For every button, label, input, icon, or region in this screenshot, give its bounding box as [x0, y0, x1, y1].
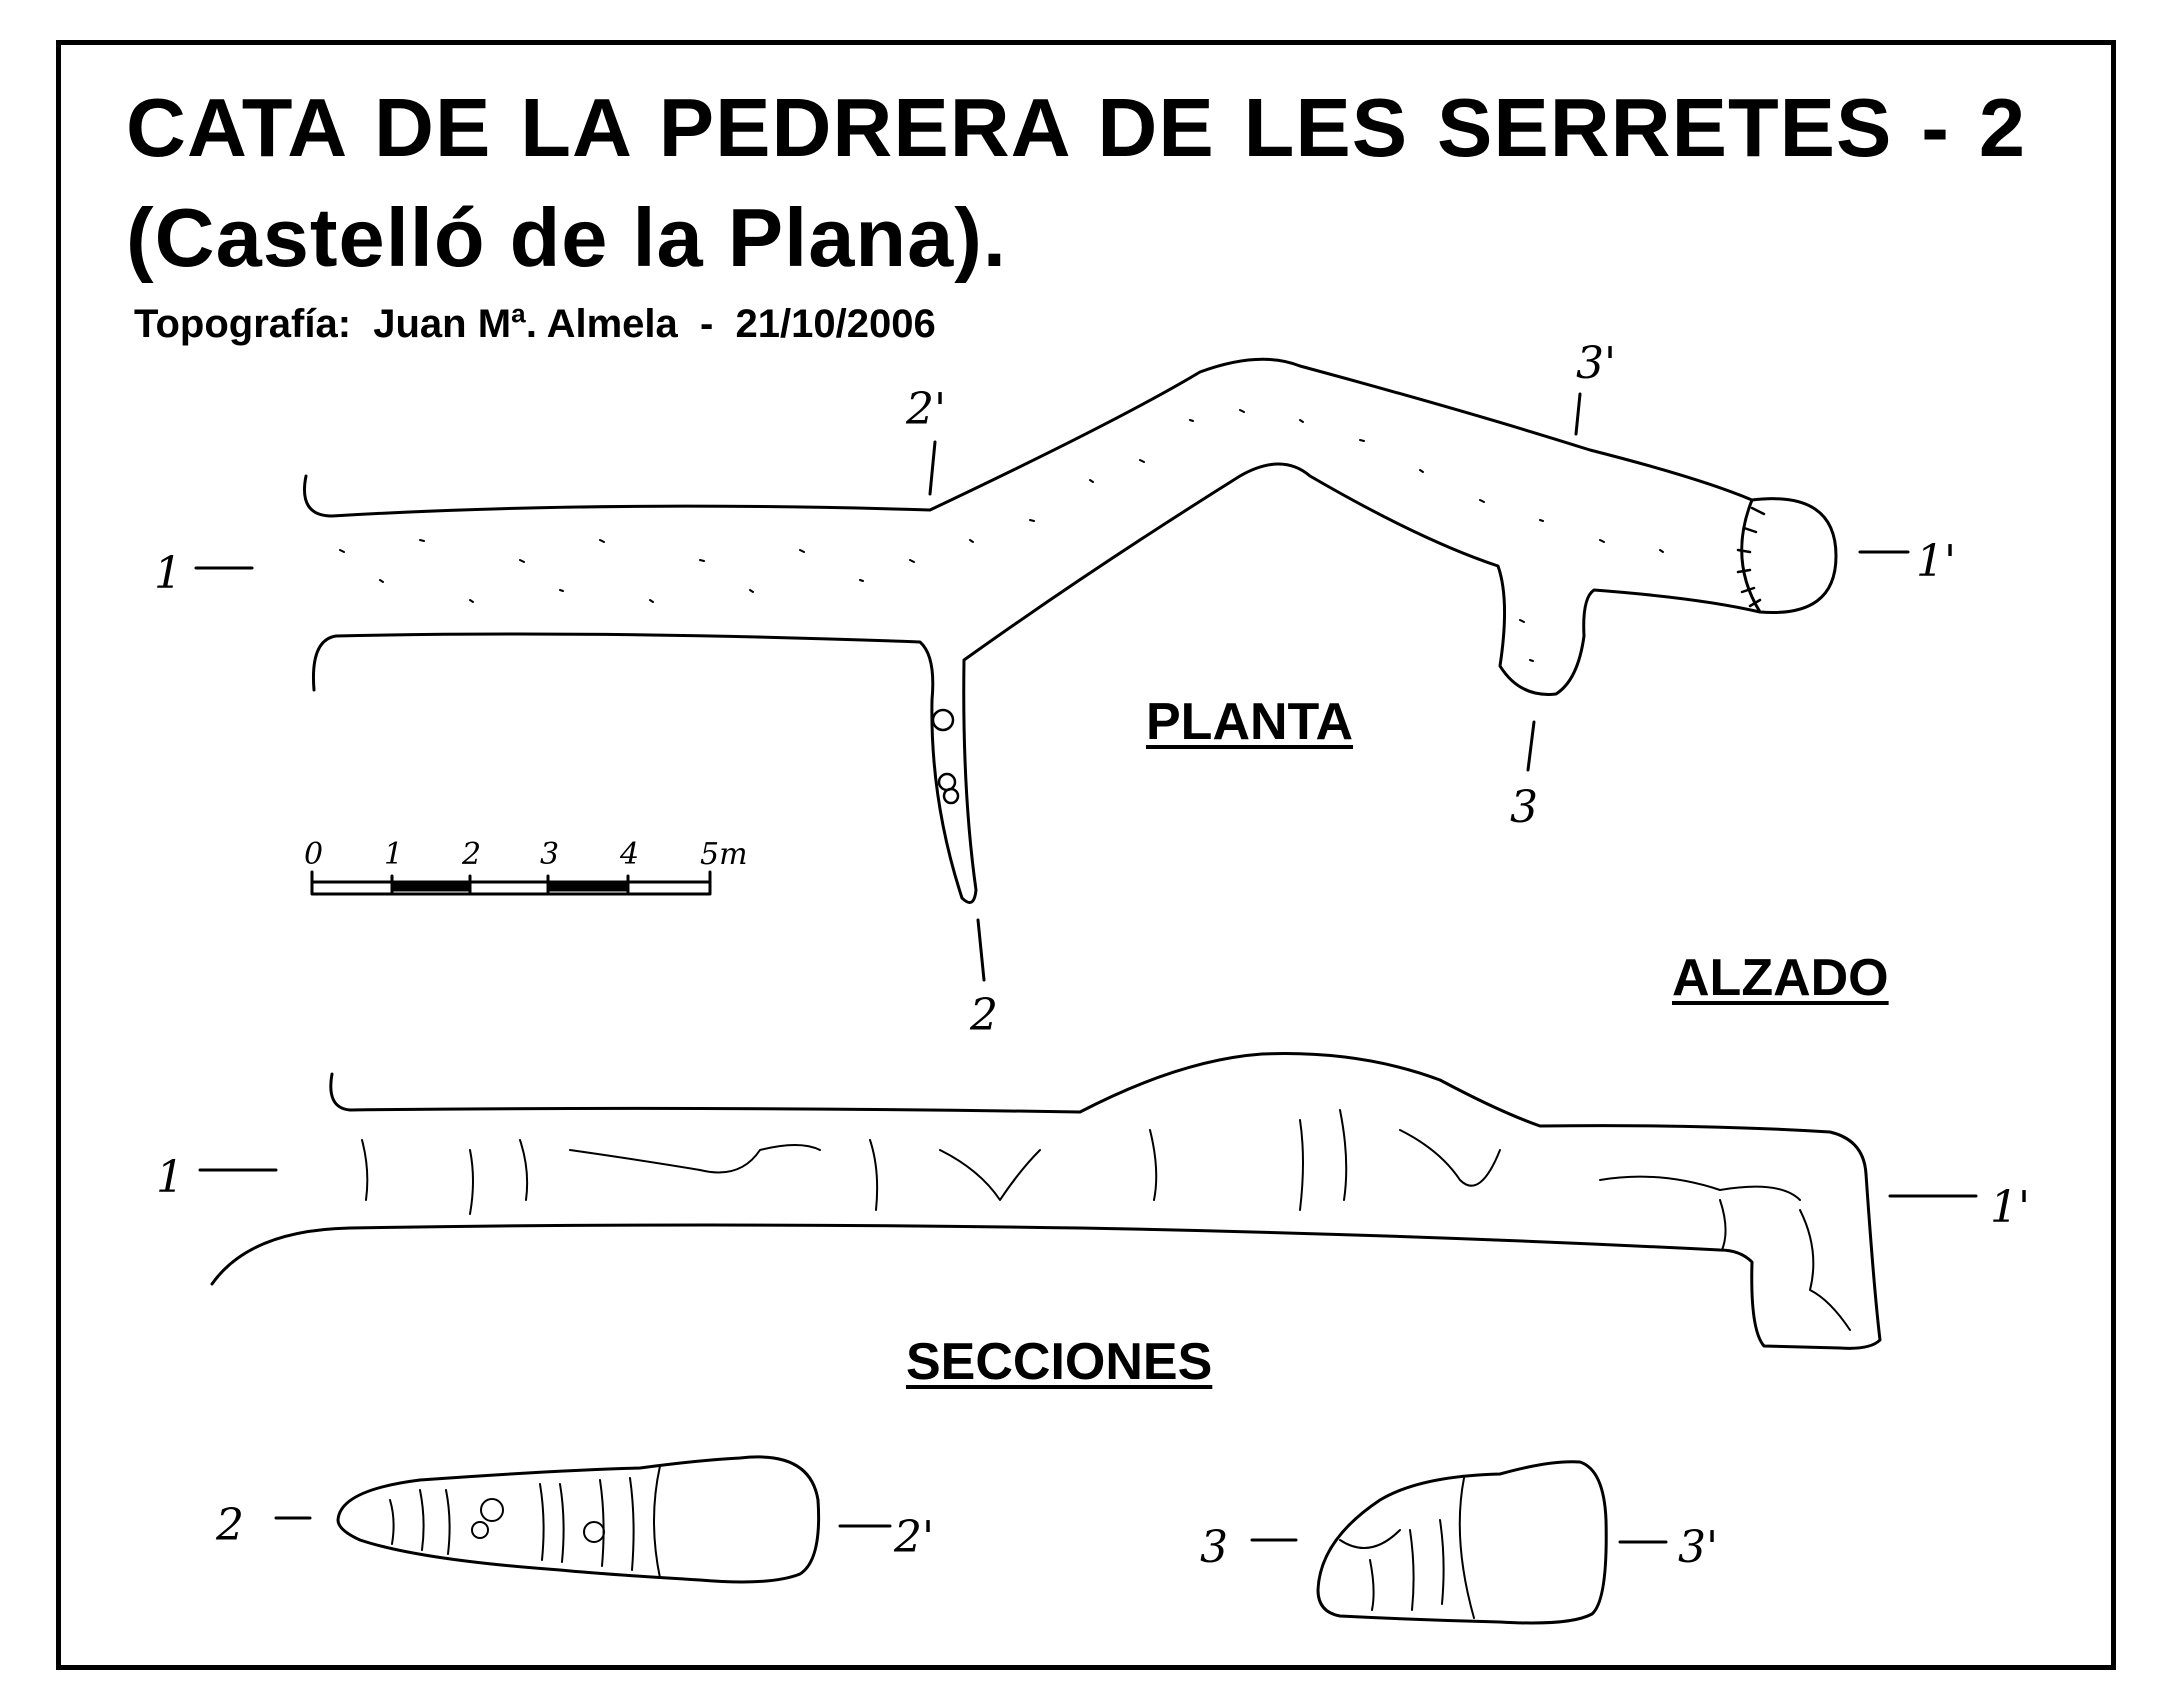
- scale-bar-labels: 0 1 2 3 4 5m: [304, 837, 748, 872]
- section-3-divider: [1458, 1477, 1475, 1619]
- scale-tick-label: 1: [384, 837, 403, 872]
- plan-floor-stipple: [339, 409, 1664, 662]
- scale-bar-segment-3-4: [546, 880, 630, 892]
- scale-bar-segment-1-2: [390, 880, 472, 892]
- section-2-2p: [274, 1455, 892, 1584]
- plan-label-3: 3: [1510, 782, 1538, 833]
- plan-heading: PLANTA: [1146, 693, 1354, 751]
- section-label-3: 3: [1200, 1522, 1228, 1573]
- elevation-view: [198, 1052, 1978, 1350]
- map-subtitle: (Castelló de la Plana).: [126, 191, 1007, 284]
- scale-bar-frame: [310, 870, 712, 896]
- scale-tick-label: 2: [461, 837, 481, 872]
- plan-label-1: 1: [154, 548, 182, 599]
- plan-end-chamber: [1740, 497, 1838, 615]
- map-title: CATA DE LA PEDRERA DE LES SERRETES - 2: [126, 81, 2026, 174]
- section-2-cracks: [389, 1477, 635, 1571]
- sections-heading: SECCIONES: [906, 1333, 1213, 1391]
- scale-tick-label: 3: [540, 837, 559, 872]
- section-line-3: [1526, 720, 1536, 772]
- plan-label-2: 2: [969, 990, 998, 1041]
- plan-blocks: [931, 708, 960, 805]
- scale-tick-label: 4: [619, 837, 639, 872]
- section-label-2p: 2': [893, 1512, 934, 1563]
- elevation-crack-lines: [361, 1109, 1851, 1331]
- section-3-3p: [1250, 1460, 1668, 1625]
- scale-bar-ticks: [390, 874, 630, 896]
- elevation-label-1: 1: [156, 1152, 184, 1203]
- scale-tick-label: 0: [304, 837, 323, 872]
- section-line-2: [976, 918, 986, 982]
- plan-label-1p: 1': [1916, 536, 1956, 587]
- section-2-divider: [653, 1465, 661, 1579]
- section-2-outline: [336, 1455, 821, 1584]
- section-3-cracks: [1339, 1519, 1445, 1611]
- section-2-blocks: [471, 1498, 605, 1543]
- elevation-outline-upper: [210, 1052, 1882, 1350]
- section-line-3p: [1574, 392, 1582, 436]
- section-line-2p: [928, 440, 937, 496]
- plan-outline-lower-right: [960, 462, 1762, 904]
- plan-view: [194, 357, 1910, 982]
- section-label-2: 2: [215, 1500, 244, 1551]
- plan-label-2p: 2': [905, 384, 946, 435]
- scale-bar: [310, 870, 712, 896]
- drawing-frame: [56, 40, 2116, 1670]
- plan-outline-lower-left: [311, 632, 964, 900]
- survey-credit: Topografía: Juan Mª. Almela - 21/10/2006: [134, 302, 936, 346]
- elevation-label-1p: 1': [1990, 1182, 2030, 1233]
- section-3-outline: [1316, 1460, 1608, 1625]
- scale-tick-label: 5m: [700, 837, 748, 872]
- plan-outline-upper: [303, 357, 1754, 518]
- plan-sump-hatching: [1736, 506, 1766, 608]
- section-label-3p: 3': [1678, 1522, 1718, 1573]
- elevation-heading: ALZADO: [1672, 949, 1889, 1007]
- plan-label-3p: 3': [1576, 338, 1616, 389]
